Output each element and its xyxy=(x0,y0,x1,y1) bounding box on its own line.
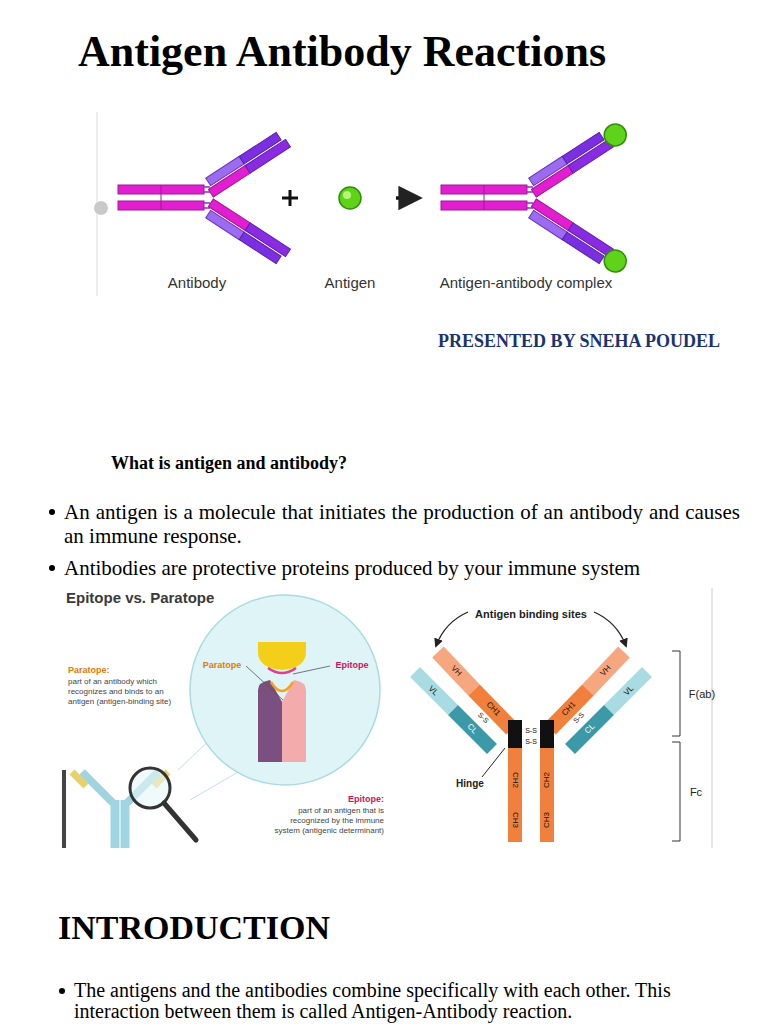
domain-divider xyxy=(161,185,162,210)
mini-antibody xyxy=(82,772,113,803)
mini-antibody xyxy=(72,772,86,786)
text-label: Fc xyxy=(690,786,702,799)
hinge-region xyxy=(508,720,522,748)
hinge-bond xyxy=(204,186,210,188)
text-label: Antibody xyxy=(168,274,226,292)
light-chain-variable xyxy=(609,672,647,710)
light-chain-constant xyxy=(453,710,492,749)
slide-title: Antigen Antibody Reactions xyxy=(78,26,606,78)
hinge-bond xyxy=(527,186,533,188)
heavy-chain-variable xyxy=(588,652,624,690)
paratope-edge xyxy=(271,682,293,691)
heavy-chain-constant xyxy=(474,690,512,729)
grey-dot xyxy=(94,201,108,215)
reaction-arrow xyxy=(396,196,418,200)
text-label: The antigens and the antibodies combine … xyxy=(74,980,746,1022)
light-chain-constant xyxy=(570,710,609,749)
epitope-edge xyxy=(268,668,296,673)
chain-label: S-S xyxy=(525,738,537,746)
antigen-ball xyxy=(339,187,361,209)
antigen-shine xyxy=(343,191,351,199)
zoom-line xyxy=(190,768,245,800)
text-label: Antigen-antibody complex xyxy=(440,274,613,292)
text-label: Paratope: xyxy=(68,665,188,676)
chain-label: Paratope xyxy=(203,660,242,671)
zoom-circle xyxy=(190,595,380,785)
text-label: part of an antibody which recognizes and… xyxy=(68,677,186,707)
stock-mark xyxy=(62,770,66,848)
leader-line xyxy=(293,666,330,674)
hinge-region xyxy=(540,720,554,748)
chain-label: Epitope xyxy=(336,660,369,671)
text-label: part of an antigen that is recognized by… xyxy=(266,806,384,836)
text-label: INTRODUCTION xyxy=(58,908,558,948)
antibody-arm xyxy=(202,199,290,266)
bullet-dot xyxy=(49,565,55,571)
antibody-arm xyxy=(525,120,630,199)
antibody-arm xyxy=(525,197,630,276)
bullet-dot xyxy=(49,509,55,515)
heavy-chain-variable xyxy=(438,652,474,690)
heavy-chain-constant xyxy=(550,690,588,729)
antibody-complex-figure xyxy=(441,120,630,276)
frame-edge xyxy=(712,588,713,848)
paratope-chain xyxy=(258,680,282,762)
chain-label: S-S xyxy=(525,727,537,735)
text-label: Hinge xyxy=(456,778,484,790)
text-label: F(ab) xyxy=(689,688,715,701)
paratope-chain xyxy=(282,680,306,762)
text-label: PRESENTED BY SNEHA POUDEL xyxy=(400,330,720,352)
text-label: Antigen binding sites xyxy=(472,608,590,621)
bullet-dot xyxy=(59,988,65,994)
chain-label: CH2 xyxy=(542,772,552,788)
pointer-arrow xyxy=(436,612,468,646)
text-label: An antigen is a molecule that initiates … xyxy=(64,500,740,548)
bracket xyxy=(672,651,680,736)
chain-label: CH2 xyxy=(510,772,520,788)
magnifier-handle xyxy=(164,803,196,840)
chain-label: CH3 xyxy=(510,812,520,828)
text-label: Antibodies are protective proteins produ… xyxy=(64,556,740,580)
figure-ground xyxy=(408,588,713,850)
text-label: Antigen xyxy=(325,274,376,292)
light-chain-variable xyxy=(415,672,453,710)
figure-ground xyxy=(62,588,407,850)
mini-antibody xyxy=(111,800,120,848)
antigen-shape xyxy=(258,642,306,670)
hinge-bond xyxy=(527,202,533,204)
text-label: Epitope: xyxy=(274,794,384,805)
mini-antibody xyxy=(121,800,130,848)
chain-label: CH3 xyxy=(542,812,552,828)
plus-sign xyxy=(289,190,292,206)
domain-divider xyxy=(484,185,485,210)
hinge-bond xyxy=(204,202,210,204)
pointer-arrow xyxy=(594,612,626,646)
text-label: What is antigen and antibody? xyxy=(111,452,531,474)
text-label: Epitope vs. Paratope xyxy=(66,589,326,607)
antibody-arm xyxy=(202,130,290,197)
antigen-ball xyxy=(600,120,630,150)
antibody-figure xyxy=(118,130,290,266)
antigen-ball xyxy=(600,246,630,276)
leader-line xyxy=(246,666,283,700)
bracket xyxy=(672,742,680,841)
leader-line xyxy=(482,748,505,777)
